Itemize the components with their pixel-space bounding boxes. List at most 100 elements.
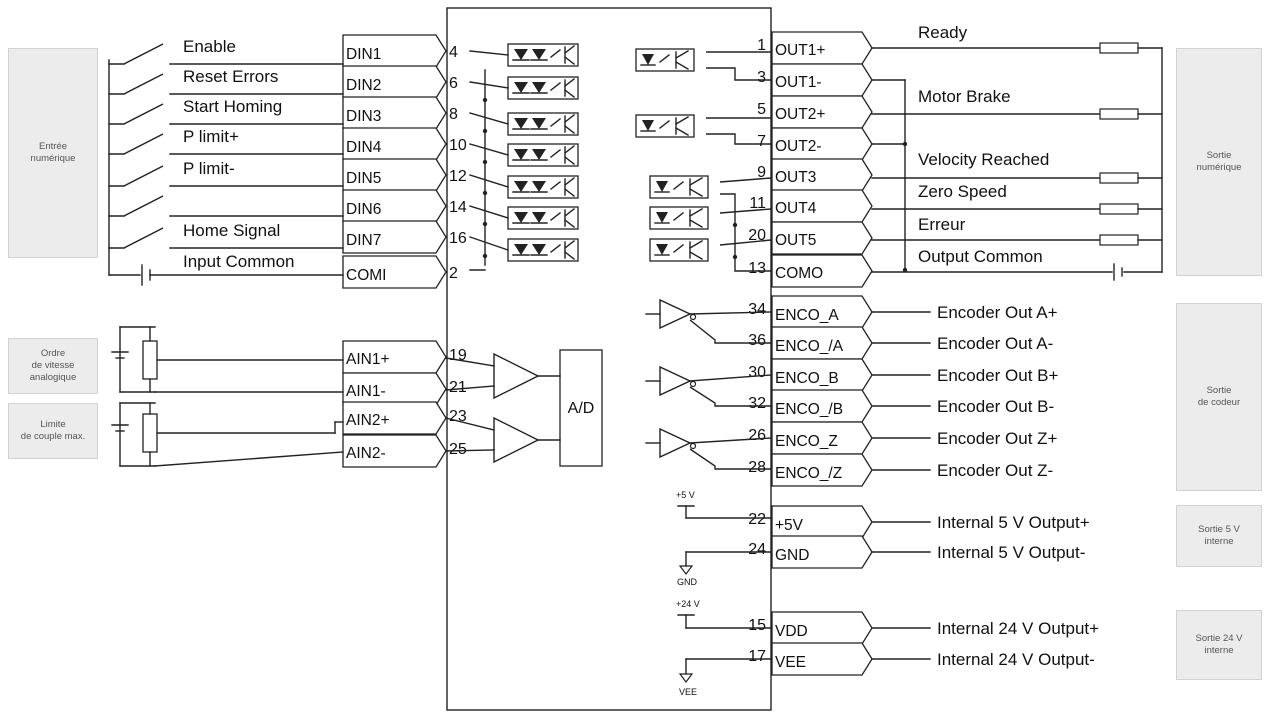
power-signal-label: Internal 5 V Output-	[937, 543, 1085, 562]
pin-label-5v: +5V	[775, 517, 804, 534]
transistor-leg	[564, 240, 575, 249]
power-signal-label: Internal 24 V Output-	[937, 650, 1095, 669]
connector-tab	[342, 401, 447, 435]
connector-tab	[771, 535, 873, 569]
pin-label-ain2: AIN2+	[346, 412, 390, 429]
transistor-leg	[689, 188, 703, 197]
transistor-leg	[564, 188, 575, 197]
inverter-bubble	[689, 380, 697, 388]
connector-tab	[771, 254, 873, 288]
connector-tab	[342, 255, 447, 289]
switch-contact	[123, 227, 164, 249]
pin-label-out2: OUT2-	[775, 138, 822, 155]
opto-wire	[469, 112, 509, 125]
potentiometer	[142, 340, 158, 380]
driver-body	[446, 7, 772, 711]
pin-label-encoa: ENCO_/A	[775, 338, 844, 355]
signal-wire	[154, 451, 344, 467]
photo-arrow	[550, 118, 561, 127]
pin-number: 4	[449, 44, 458, 61]
transistor-leg	[564, 177, 575, 186]
output-motor-brake-label: Motor Brake	[918, 87, 1011, 106]
connector-tab	[771, 358, 873, 392]
diode-symbol	[532, 149, 546, 160]
encoder-signal-label: Encoder Out Z+	[937, 429, 1058, 448]
supply-label-plus5v: +5 V	[676, 490, 695, 500]
opto-wire	[706, 67, 771, 81]
pin-number: 16	[449, 230, 467, 247]
transistor-leg	[564, 145, 575, 154]
output-zero-speed-label: Zero Speed	[918, 182, 1007, 201]
pin-number: 6	[449, 75, 458, 92]
opto-wire	[469, 174, 509, 188]
pin-number: 17	[748, 648, 766, 665]
pin-label-out5: OUT5	[775, 232, 816, 249]
pin-number: 20	[748, 227, 766, 244]
pin-label-ain1: AIN1-	[346, 383, 386, 400]
pin-label-como: COMO	[775, 265, 823, 282]
encoder-signal-label: Encoder Out Z-	[937, 461, 1053, 480]
encoder-output-group-label: Sortie de codeur	[1176, 303, 1262, 491]
pin-label-out4: OUT4	[775, 200, 817, 217]
input-signal-label: P limit+	[183, 127, 239, 146]
driver-output-inv	[689, 448, 771, 470]
connector-tab	[342, 372, 447, 406]
internal-24v-group-label: Sortie 24 V interne	[1176, 610, 1262, 680]
connector-tab	[771, 505, 873, 539]
pin-number: 7	[757, 133, 766, 150]
diode-symbol	[532, 118, 546, 129]
encoder-signal-label: Encoder Out B-	[937, 397, 1054, 416]
connector-tab	[771, 326, 873, 360]
transistor-leg	[564, 219, 575, 228]
inverter-bubble	[689, 442, 697, 450]
diode-symbol	[656, 181, 668, 192]
pin-number: 32	[748, 395, 766, 412]
pin-label-vee: VEE	[775, 654, 806, 671]
input-signal-label: Reset Errors	[183, 67, 278, 86]
switch-contact	[123, 165, 164, 187]
diode-symbol	[532, 49, 546, 60]
amplifier-triangle	[493, 352, 540, 400]
diode-symbol	[532, 181, 546, 192]
junction-dot	[902, 141, 908, 147]
opto-wire	[719, 239, 772, 246]
supply-label-gnd: GND	[677, 577, 698, 587]
driver-output-inv	[689, 386, 771, 407]
photo-arrow	[673, 244, 684, 253]
potentiometer	[142, 413, 158, 453]
opto-wire	[469, 81, 509, 89]
connector-tab	[342, 434, 447, 468]
output-velocity-reached-label: Velocity Reached	[918, 150, 1049, 169]
opto-wire	[719, 177, 772, 183]
connector-tab	[771, 127, 873, 161]
pin-number: 15	[748, 617, 766, 634]
connector-tab	[771, 95, 873, 129]
pin-label-din4: DIN4	[346, 139, 382, 156]
load-resistor	[1099, 234, 1139, 246]
digital-output-group-label: Sortie numérique	[1176, 48, 1262, 276]
transistor-leg	[564, 208, 575, 217]
junction-dot	[732, 254, 738, 260]
pin-number: 9	[757, 164, 766, 181]
connector-tab	[771, 221, 873, 255]
connector-tab	[771, 642, 873, 676]
opto-wire	[719, 208, 772, 214]
photo-arrow	[550, 49, 561, 58]
opto-wire	[469, 50, 509, 56]
encoder-signal-label: Encoder Out A+	[937, 303, 1058, 322]
photo-arrow	[550, 212, 561, 221]
connector-tab	[342, 65, 447, 99]
amp-input	[445, 417, 495, 431]
pin-label-din7: DIN7	[346, 232, 381, 249]
connector-tab	[771, 389, 873, 423]
diode-symbol	[514, 49, 528, 60]
amplifier-triangle	[493, 416, 540, 464]
connector-tab	[342, 34, 447, 68]
connector-tab	[771, 453, 873, 487]
switch-contact	[123, 195, 164, 217]
pin-label-din2: DIN2	[346, 77, 381, 94]
transistor-leg	[564, 78, 575, 87]
amp-input	[445, 385, 495, 391]
output-ready-label: Ready	[918, 23, 968, 42]
